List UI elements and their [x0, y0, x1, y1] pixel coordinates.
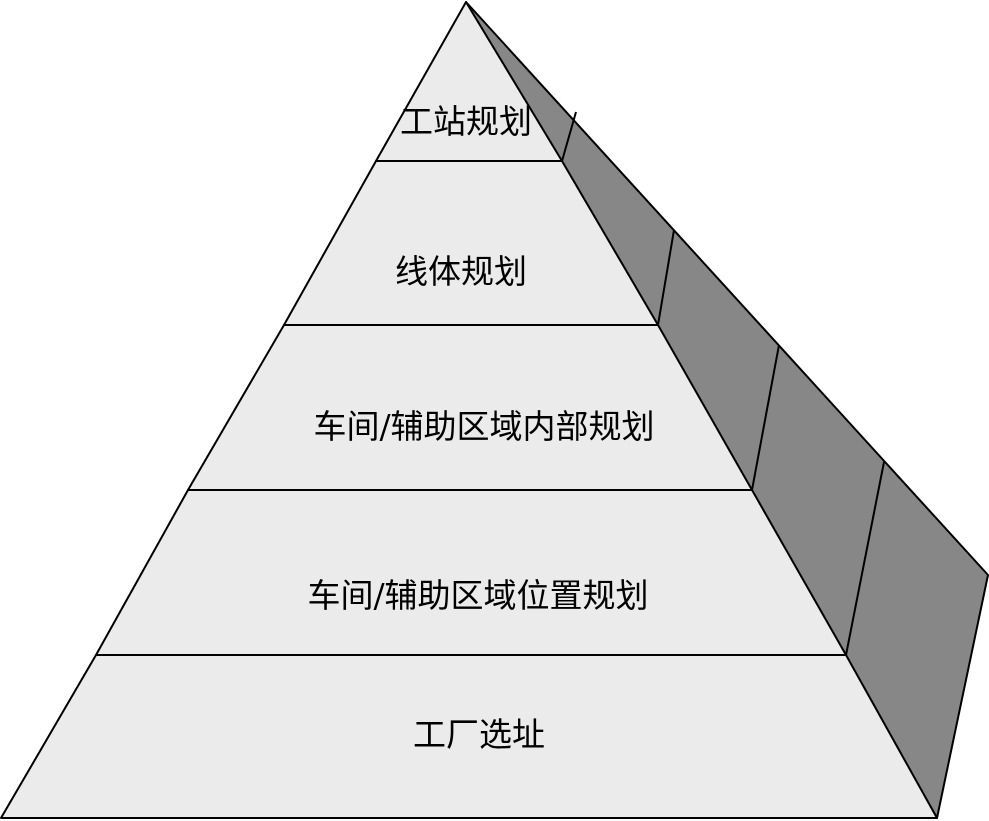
side-divider-1 — [561, 111, 577, 162]
tier-face-workshop-location-planning — [95, 489, 847, 656]
side-divider-3 — [751, 344, 780, 491]
tier-label-factory-site-selection: 工厂选址 — [413, 715, 545, 754]
tier-label-workshop-location-planning: 车间/辅助区域位置规划 — [307, 576, 648, 615]
tier-face-factory-site-selection — [0, 654, 938, 819]
side-divider-2 — [657, 229, 675, 326]
tier-label-station-planning: 工站规划 — [400, 102, 532, 141]
tier-label-workshop-internal-planning: 车间/辅助区域内部规划 — [313, 407, 654, 446]
tier-label-line-planning: 线体规划 — [395, 252, 527, 291]
side-divider-4 — [845, 461, 885, 656]
